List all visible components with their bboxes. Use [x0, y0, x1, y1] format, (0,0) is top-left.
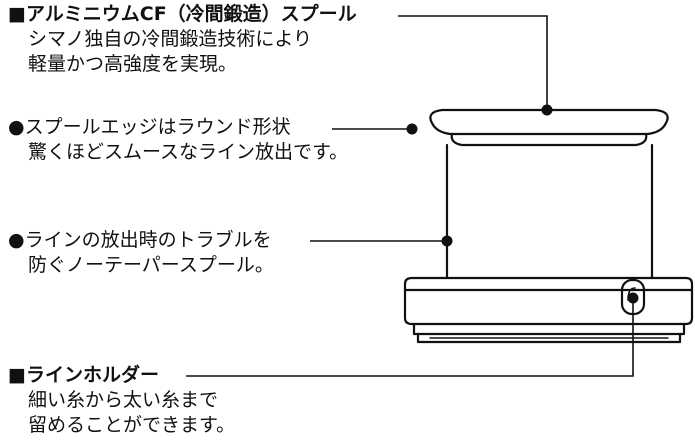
callout-title: ●ラインの放出時のトラブルを: [8, 229, 272, 251]
spool-lip-underside: [450, 132, 648, 147]
callout-line-holder: ■ラインホルダー 細い糸から太い糸まで 留めることができます。: [8, 363, 235, 438]
leader-line-spool: [398, 15, 548, 110]
callout-title: ●スプールエッジはラウンド形状: [8, 116, 291, 138]
callout-no-taper: ●ラインの放出時のトラブルを 防ぐノーテーパースプール。: [8, 228, 274, 278]
leader-dot: [441, 235, 453, 247]
callout-line: 留めることができます。: [28, 414, 236, 436]
callout-spool-edge: ●スプールエッジはラウンド形状 驚くほどスムースなライン放出です。: [8, 115, 348, 165]
spool-base: [416, 332, 682, 344]
leader-dot: [627, 292, 639, 304]
callout-line: 驚くほどスムースなライン放出です。: [28, 141, 349, 163]
callout-title: ■ラインホルダー: [8, 364, 159, 386]
callout-spool-material: ■アルミニウムCF（冷間鍛造）スプール シマノ独自の冷間鍛造技術により 軽量かつ…: [8, 2, 357, 77]
leader-dot: [406, 123, 418, 135]
spool-bottom-ring: [412, 322, 686, 336]
callout-line: 細い糸から太い糸まで: [28, 389, 219, 411]
callout-line: 軽量かつ高強度を実現。: [28, 53, 238, 75]
spool-top-flange: [429, 108, 669, 136]
leader-dot: [541, 104, 553, 116]
spool-skirt: [403, 276, 694, 326]
callout-line: シマノ独自の冷間鍛造技術により: [28, 28, 313, 50]
leader-line-holder: [186, 298, 634, 377]
callout-line: 防ぐノーテーパースプール。: [28, 254, 274, 276]
callout-title: ■アルミニウムCF（冷間鍛造）スプール: [8, 3, 357, 25]
